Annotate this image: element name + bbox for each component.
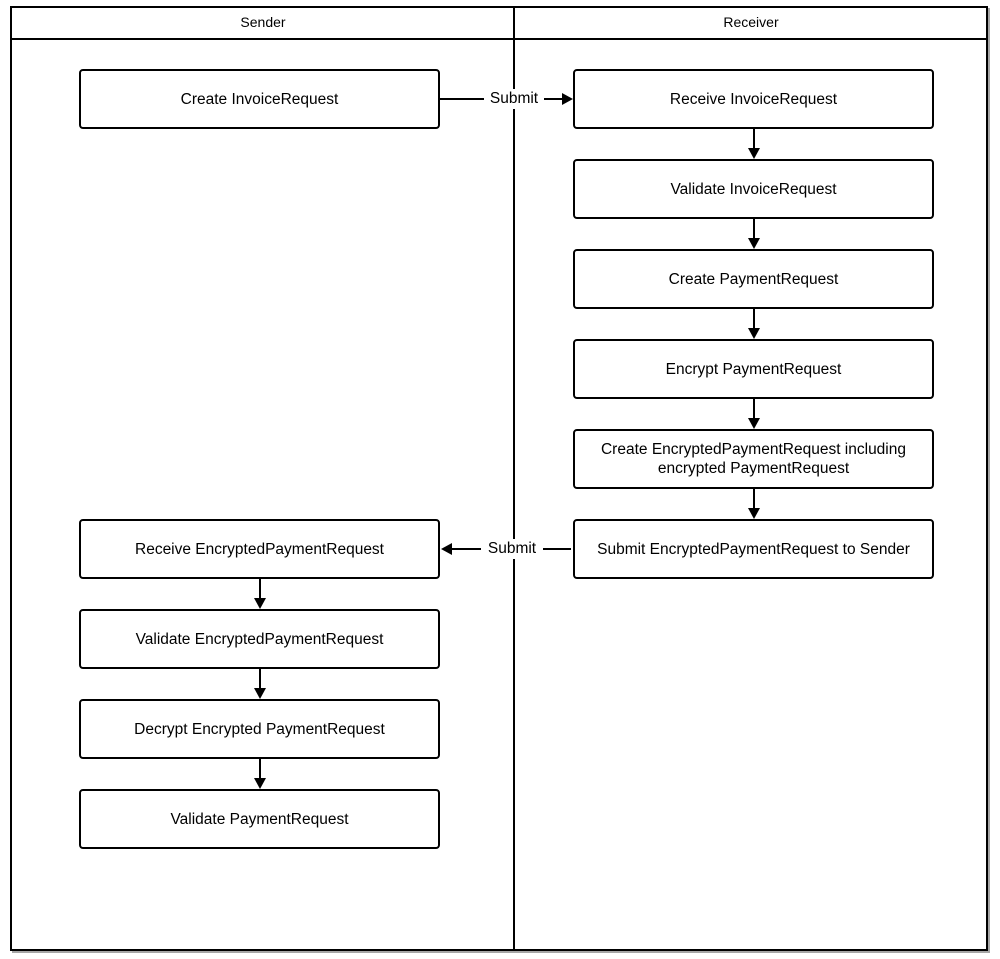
swimlane-vertical-divider xyxy=(513,6,515,951)
node-validate-payment-request[interactable]: Validate PaymentRequest xyxy=(79,789,440,849)
node-validate-invoice-request[interactable]: Validate InvoiceRequest xyxy=(573,159,934,219)
node-validate-encrypted-payment-request[interactable]: Validate EncryptedPaymentRequest xyxy=(79,609,440,669)
node-label: Create InvoiceRequest xyxy=(180,90,339,108)
arrowhead-down-validate-encrypted-payment-request xyxy=(254,598,266,609)
edge-encrypt-payment-to-create-encrypted xyxy=(753,399,755,420)
edge-label-submit-to-sender: Submit xyxy=(481,539,543,559)
node-create-invoice-request[interactable]: Create InvoiceRequest xyxy=(79,69,440,129)
arrowhead-down-create-payment-request xyxy=(748,238,760,249)
edge-validate-invoice-to-create-payment xyxy=(753,219,755,240)
edge-receive-to-validate-invoice xyxy=(753,129,755,150)
edge-submit-label-to-receive-encrypted xyxy=(451,548,485,550)
node-label: Validate EncryptedPaymentRequest xyxy=(135,630,384,648)
node-label: Submit EncryptedPaymentRequest to Sender xyxy=(597,540,910,558)
node-label: Validate PaymentRequest xyxy=(170,810,349,828)
node-submit-encrypted-payment-request[interactable]: Submit EncryptedPaymentRequest to Sender xyxy=(573,519,934,579)
arrowhead-left-receive-encrypted-payment-request xyxy=(441,543,452,555)
edge-validate-encrypted-to-decrypt-encrypted xyxy=(259,669,261,690)
node-label: Create PaymentRequest xyxy=(668,270,839,288)
edge-submit-encrypted-to-submit-label xyxy=(537,548,571,550)
node-label: Encrypt PaymentRequest xyxy=(665,360,842,378)
edge-create-invoice-to-submit-label xyxy=(440,98,498,100)
edge-create-encrypted-to-submit-encrypted xyxy=(753,489,755,510)
edge-decrypt-encrypted-to-validate-payment xyxy=(259,759,261,780)
arrowhead-down-submit-encrypted-payment-request xyxy=(748,508,760,519)
node-label: Validate InvoiceRequest xyxy=(670,180,837,198)
edge-create-payment-to-encrypt-payment xyxy=(753,309,755,330)
arrowhead-down-validate-payment-request xyxy=(254,778,266,789)
lane-title-sender: Sender xyxy=(240,14,286,30)
swimlane-header-divider xyxy=(10,38,988,40)
edge-receive-encrypted-to-validate-encrypted xyxy=(259,579,261,600)
node-create-encrypted-payment-request[interactable]: Create EncryptedPaymentRequest including… xyxy=(573,429,934,489)
node-receive-encrypted-payment-request[interactable]: Receive EncryptedPaymentRequest xyxy=(79,519,440,579)
node-label: Receive InvoiceRequest xyxy=(669,90,838,108)
arrowhead-down-decrypt-encrypted-payment-request xyxy=(254,688,266,699)
lane-title-receiver: Receiver xyxy=(723,14,779,30)
node-create-payment-request[interactable]: Create PaymentRequest xyxy=(573,249,934,309)
node-receive-invoice-request[interactable]: Receive InvoiceRequest xyxy=(573,69,934,129)
node-label: Decrypt Encrypted PaymentRequest xyxy=(134,720,385,738)
arrowhead-right-receive-invoice-request xyxy=(562,93,573,105)
edge-submit-label-to-receive-invoice xyxy=(537,98,563,100)
arrowhead-down-validate-invoice-request xyxy=(748,148,760,159)
node-decrypt-encrypted-payment-request[interactable]: Decrypt Encrypted PaymentRequest xyxy=(79,699,440,759)
node-encrypt-payment-request[interactable]: Encrypt PaymentRequest xyxy=(573,339,934,399)
arrowhead-down-create-encrypted-payment-request xyxy=(748,418,760,429)
node-label: Create EncryptedPaymentRequest including… xyxy=(600,441,906,477)
edge-label-submit-to-receiver: Submit xyxy=(484,89,544,109)
arrowhead-down-encrypt-payment-request xyxy=(748,328,760,339)
node-label: Receive EncryptedPaymentRequest xyxy=(135,540,384,558)
